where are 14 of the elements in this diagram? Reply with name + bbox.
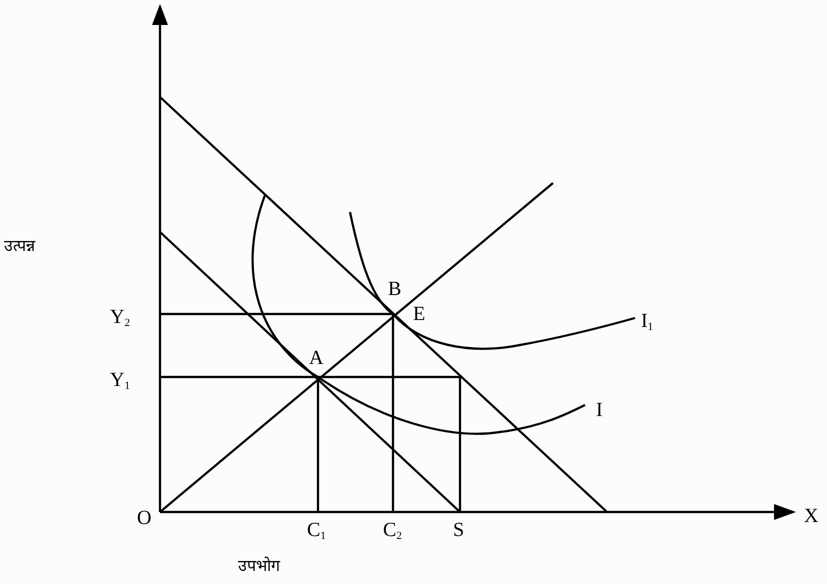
tick-label: Y$_{1}$ [110,369,130,394]
curve-label: I$_{1}$ [641,310,654,335]
axis-label: उत्पन्न [4,237,35,257]
axis-label: उपभोग [238,556,280,577]
curve-label: I [596,399,603,421]
point-label: B [388,278,402,300]
point-label: E [413,303,426,325]
tick-label: S [453,519,464,541]
tick-label: C$_{1}$ [307,519,326,544]
tick-label: Y$_{2}$ [110,306,130,331]
tick-label: C$_{2}$ [383,519,402,544]
axis-label: X [804,505,818,527]
origin-label: O [137,507,152,529]
point-label: A [309,347,324,369]
